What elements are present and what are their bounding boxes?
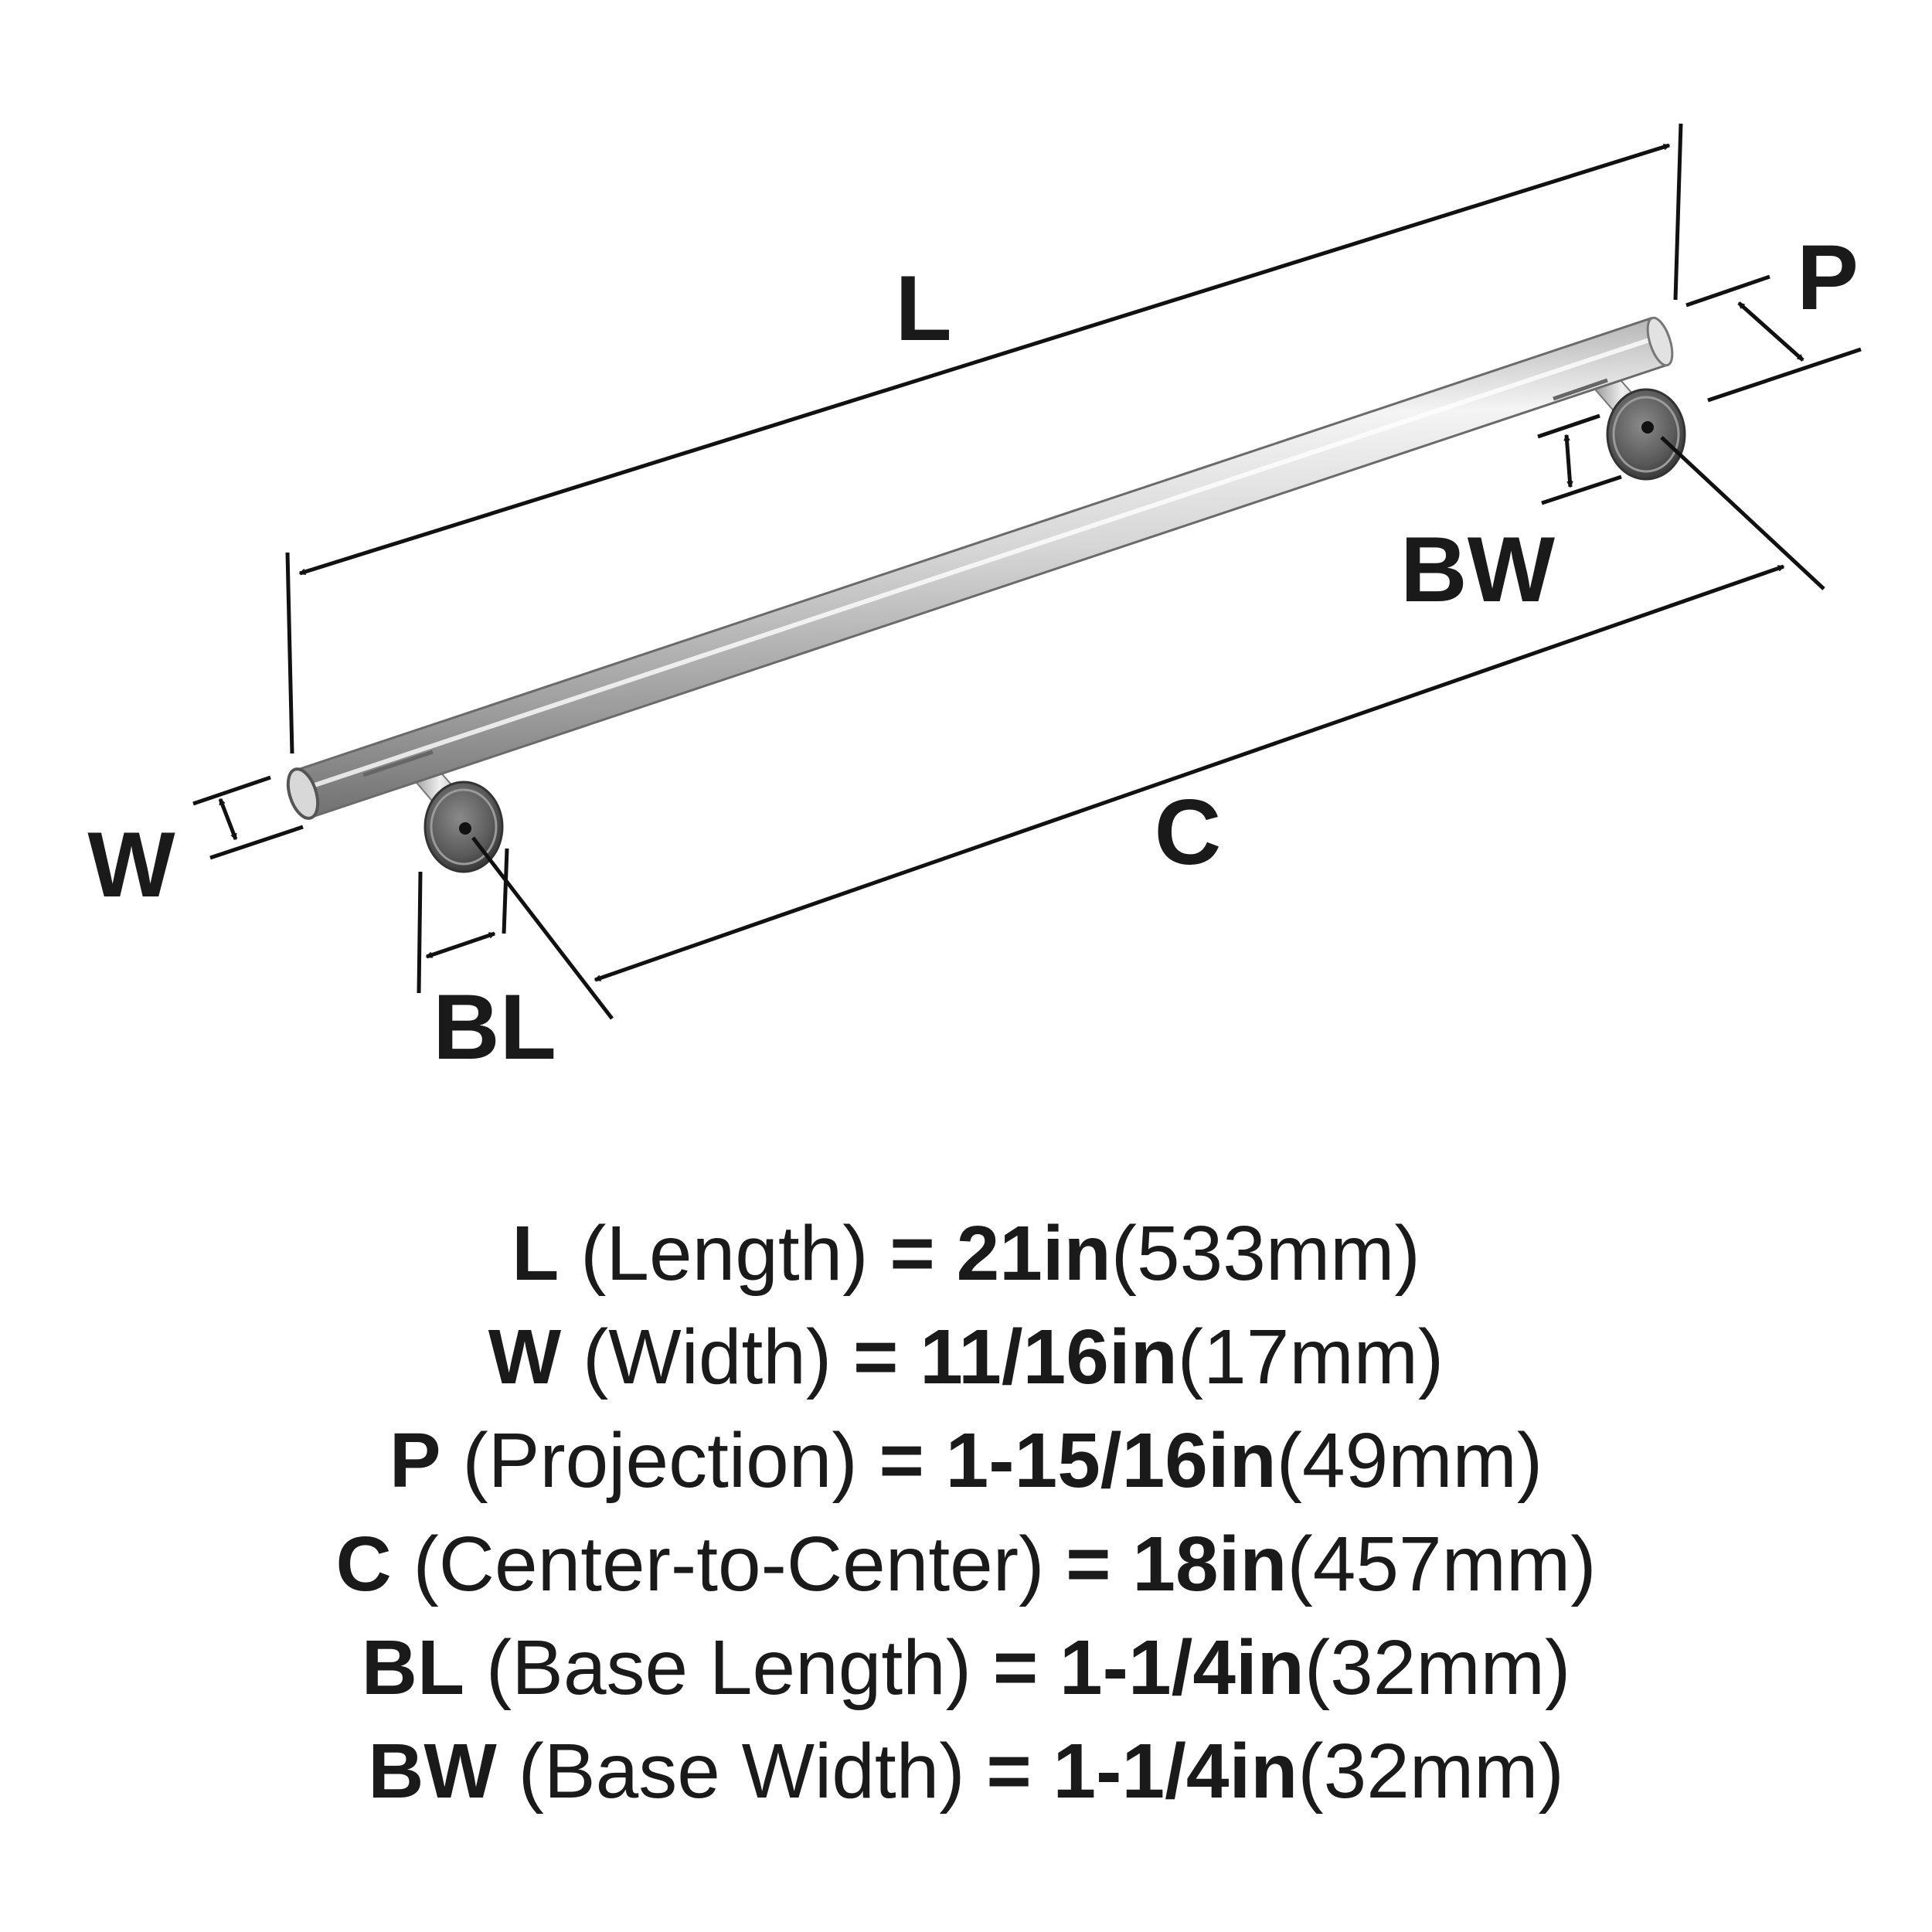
spec-code: C bbox=[335, 1521, 392, 1607]
spec-code: BW bbox=[368, 1728, 497, 1815]
spec-equals: = bbox=[992, 1624, 1039, 1711]
spec-metric: (17mm) bbox=[1177, 1314, 1444, 1400]
spec-imperial: 1-1/4in bbox=[1053, 1728, 1298, 1815]
spec-imperial: 1-1/4in bbox=[1060, 1624, 1304, 1711]
spec-name: (Projection) bbox=[462, 1417, 858, 1504]
spec-equals: = bbox=[852, 1314, 899, 1400]
spec-metric: (533mm) bbox=[1111, 1210, 1420, 1297]
spec-row-center-to-center: C (Center-to-Center) = 18in(457mm) bbox=[0, 1512, 1932, 1616]
label-c: C bbox=[1155, 781, 1222, 884]
spec-row-length: L (Length) = 21in(533mm) bbox=[0, 1202, 1932, 1305]
dimension-diagram: L W P BW C BL bbox=[87, 123, 1862, 1079]
spec-code: W bbox=[488, 1314, 562, 1400]
spec-row-width: W (Width) = 11/16in(17mm) bbox=[0, 1305, 1932, 1409]
label-bl: BL bbox=[433, 975, 556, 1079]
spec-imperial: 18in bbox=[1132, 1521, 1287, 1607]
spec-imperial: 1-15/16in bbox=[945, 1417, 1277, 1504]
spec-equals: = bbox=[879, 1417, 924, 1504]
spec-name: (Base Width) bbox=[518, 1728, 965, 1815]
spec-row-projection: P (Projection) = 1-15/16in(49mm) bbox=[0, 1409, 1932, 1512]
spec-equals: = bbox=[889, 1210, 935, 1297]
spec-metric: (32mm) bbox=[1304, 1624, 1571, 1711]
specifications-list: L (Length) = 21in(533mm) W (Width) = 11/… bbox=[0, 1202, 1932, 1823]
spec-code: BL bbox=[361, 1624, 465, 1711]
dimension-base-length: BL bbox=[417, 848, 556, 1079]
spec-imperial: 21in bbox=[956, 1210, 1111, 1297]
label-p: P bbox=[1797, 226, 1859, 329]
spec-imperial: 11/16in bbox=[920, 1314, 1178, 1400]
dimension-projection: P bbox=[1685, 226, 1862, 403]
dimension-base-width: BW bbox=[1400, 413, 1622, 621]
right-post bbox=[1589, 372, 1686, 481]
spec-name: (Center-to-Center) bbox=[413, 1521, 1045, 1607]
spec-metric: (49mm) bbox=[1276, 1417, 1543, 1504]
dimension-length: L bbox=[285, 123, 1683, 754]
spec-name: (Width) bbox=[582, 1314, 832, 1400]
spec-code: P bbox=[389, 1417, 441, 1504]
spec-row-base-width: BW (Base Width) = 1-1/4in(32mm) bbox=[0, 1719, 1932, 1823]
spec-metric: (457mm) bbox=[1287, 1521, 1597, 1607]
spec-name: (Length) bbox=[580, 1210, 869, 1297]
label-w: W bbox=[87, 813, 175, 917]
dimension-width: W bbox=[87, 775, 304, 917]
label-l: L bbox=[895, 257, 951, 360]
label-bw: BW bbox=[1400, 518, 1556, 621]
dimension-center-to-center: C bbox=[471, 436, 1825, 1020]
spec-code: L bbox=[512, 1210, 560, 1297]
spec-equals: = bbox=[1066, 1521, 1111, 1607]
spec-row-base-length: BL (Base Length) = 1-1/4in(32mm) bbox=[0, 1616, 1932, 1719]
spec-name: (Base Length) bbox=[485, 1624, 972, 1711]
spec-equals: = bbox=[986, 1728, 1032, 1815]
spec-metric: (32mm) bbox=[1298, 1728, 1564, 1815]
